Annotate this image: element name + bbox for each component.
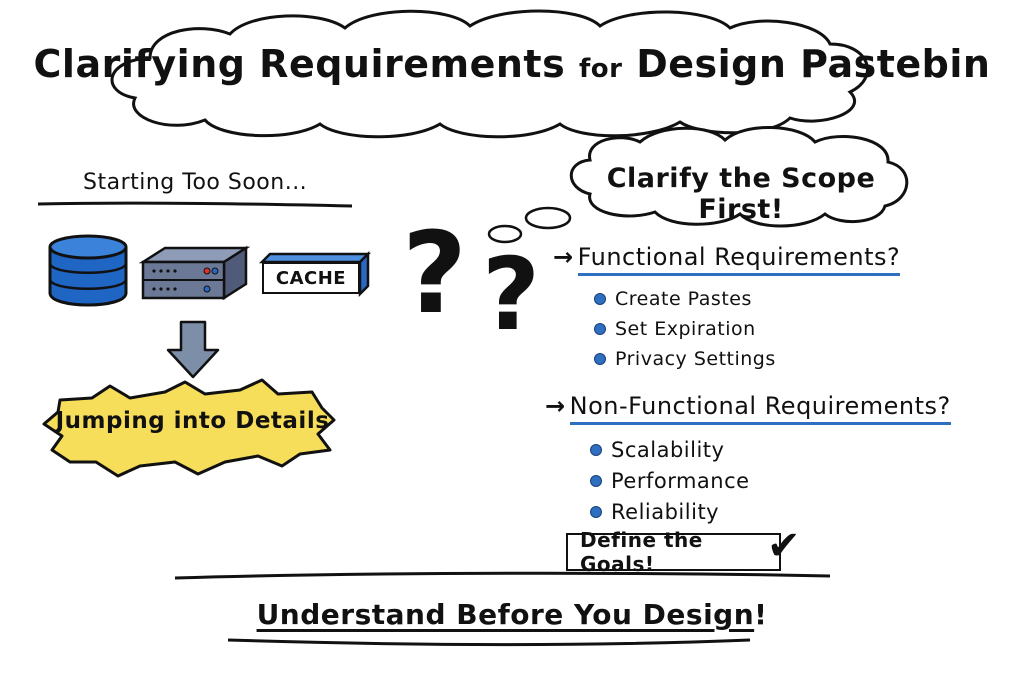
checkmark-icon: ✔ [767,523,801,569]
thought-bubble-large [524,206,572,230]
functional-heading-text: Functional Requirements? [577,243,901,276]
left-heading: Starting Too Soon... [83,170,308,195]
list-item-label: Create Pastes [615,288,752,310]
bullet-icon [590,505,602,518]
footer-mark: ! [754,598,768,631]
footer-bottom-line [227,638,751,646]
details-burst [42,378,336,478]
arrow-right-icon: → [545,392,566,420]
functional-heading: →Functional Requirements? [553,243,901,276]
title-cloud [110,9,869,139]
server-icon [138,245,251,301]
footer-slogan: Understand Before You Design! [0,598,1024,631]
list-item: Privacy Settings [594,344,776,374]
list-item-label: Reliability [611,499,720,524]
bullet-icon [594,293,606,305]
bullet-icon [594,353,606,365]
down-arrow-icon [166,320,220,379]
list-item-label: Privacy Settings [615,348,776,370]
list-item: Reliability [590,496,750,527]
bullet-icon [594,323,606,335]
title-main: Clarifying Requirements [33,42,566,86]
scope-cloud [569,125,909,228]
list-item: Create Pastes [594,284,776,314]
footer-text: Understand Before You Design [256,598,755,631]
title-connector: for [578,54,623,84]
non-functional-heading-text: Non-Functional Requirements? [569,392,951,425]
database-icon [48,234,128,307]
non-functional-list: Scalability Performance Reliability [590,434,750,527]
scope-title: Clarify the Scope First! [606,163,876,225]
goals-box: Define the Goals! [566,528,781,576]
list-item: Performance [590,465,750,496]
arrow-right-icon: → [553,243,574,271]
bullet-icon [590,474,602,487]
list-item-label: Scalability [611,437,725,462]
functional-list: Create Pastes Set Expiration Privacy Set… [594,284,776,374]
question-mark-icon: ? [402,209,467,339]
list-item-label: Performance [611,468,750,493]
list-item: Set Expiration [594,314,776,344]
footer-top-line [174,571,831,580]
question-mark-icon: ? [482,236,541,353]
thought-bubble-small [487,224,523,244]
list-item: Scalability [590,434,750,465]
page-title: Clarifying Requirements for Design Paste… [0,42,1024,86]
bullet-icon [590,443,602,456]
non-functional-heading: →Non-Functional Requirements? [545,392,951,425]
burst-label: Jumping into Details [55,408,330,434]
cache-label: CACHE [262,262,360,294]
list-item-label: Set Expiration [615,318,756,340]
title-subject: Design Pastebin [636,42,991,86]
left-heading-underline [37,201,353,208]
